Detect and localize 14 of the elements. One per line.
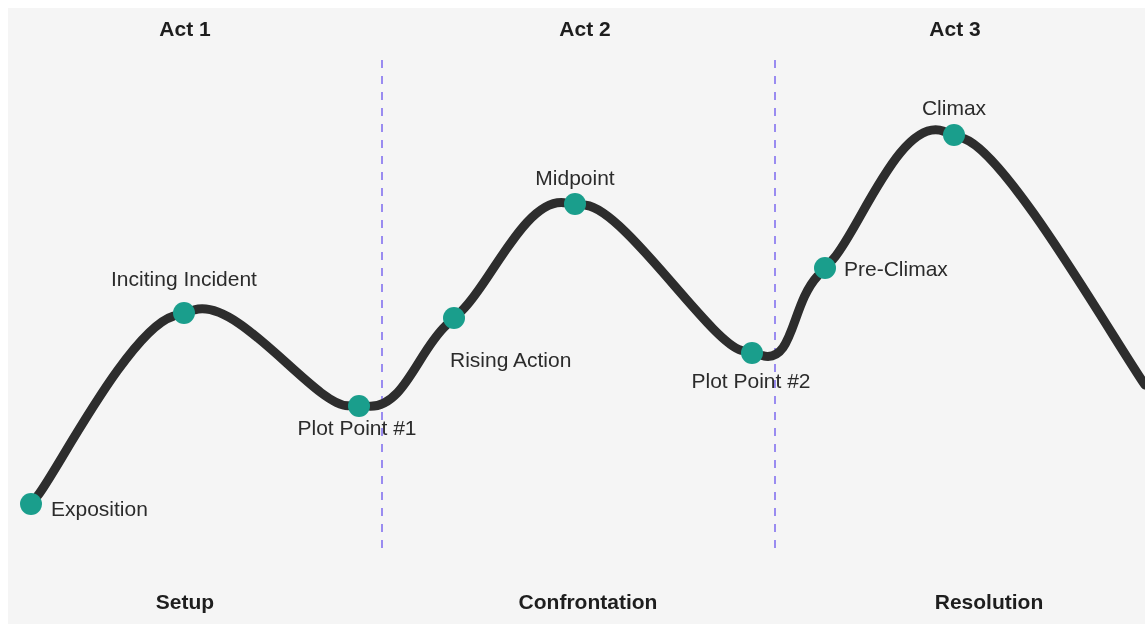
point-label: Rising Action: [450, 347, 572, 373]
point-label: Plot Point #1: [297, 415, 417, 441]
act-heading: Act 3: [929, 16, 981, 42]
phase-label: Confrontation: [518, 589, 658, 615]
point-label: Pre-Climax: [844, 256, 948, 282]
phase-label: Setup: [155, 589, 215, 615]
point-label: Climax: [921, 95, 987, 121]
act-heading: Act 2: [559, 16, 611, 42]
act-heading: Act 1: [159, 16, 211, 42]
point-label: Midpoint: [535, 165, 615, 191]
phase-label: Resolution: [934, 589, 1044, 615]
point-label: Plot Point #2: [691, 368, 811, 394]
point-label: Exposition: [51, 496, 148, 522]
point-label: Inciting Incident: [111, 266, 257, 292]
